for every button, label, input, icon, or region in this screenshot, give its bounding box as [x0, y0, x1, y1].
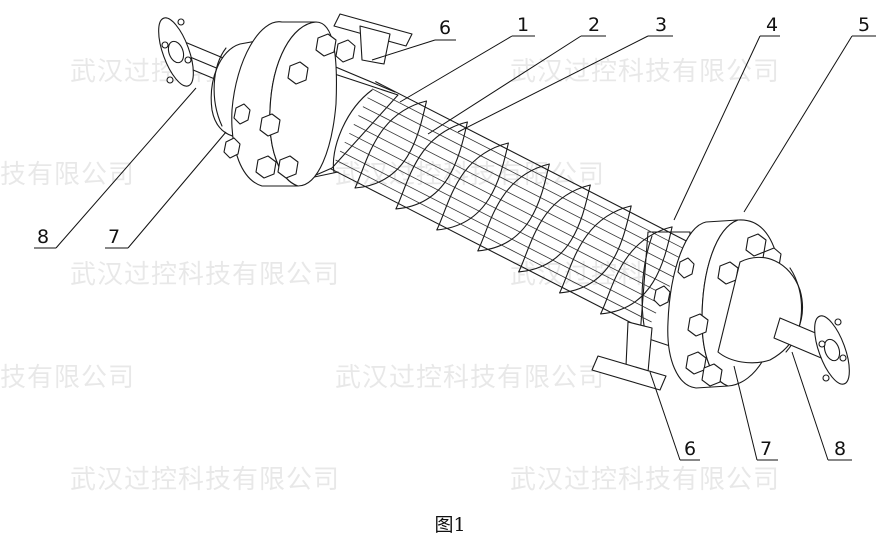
left-nozzle [158, 17, 229, 87]
callout-label-3: 3 [655, 14, 667, 36]
baffle-plate [600, 226, 673, 315]
heat-exchange-tube [349, 132, 666, 296]
spiral-baffle [354, 100, 673, 315]
baffle-plate [559, 205, 632, 294]
callout-label-4: 4 [766, 14, 778, 36]
callout-label-5: 5 [858, 14, 870, 36]
watermark-text: 武汉过控科技有限公司 [70, 465, 340, 495]
callout-label-8-left: 8 [37, 226, 49, 248]
callout-label-6-bottom: 6 [684, 438, 696, 460]
left-flange [231, 21, 337, 187]
callout-label-1: 1 [517, 14, 529, 36]
watermark-text: 武汉过控科技有限公司 [335, 363, 605, 393]
right-head-assembly [591, 219, 850, 391]
baffle-plate [395, 121, 468, 210]
bottom-nozzle [591, 321, 667, 391]
right-nozzle [773, 315, 850, 385]
baffle-plate [477, 163, 550, 252]
heat-exchange-tube [339, 150, 657, 314]
leader-lines [34, 35, 876, 461]
callout-label-7-right: 7 [760, 438, 772, 460]
top-nozzle [333, 13, 413, 65]
left-flange-bolts [223, 33, 356, 179]
watermark-text: 技有限公司 [0, 363, 135, 393]
heat-exchange-tube [358, 115, 675, 278]
baffle-plate [518, 184, 591, 273]
heat-exchange-tube [362, 106, 680, 269]
callout-label-6-top: 6 [439, 17, 451, 39]
watermark-text: 武汉过控科技有限公司 [70, 260, 340, 290]
baffle-plate [436, 142, 509, 231]
watermark-text: 武汉过控科技有限公司 [510, 57, 780, 87]
callout-label-2: 2 [588, 14, 600, 36]
callout-labels: 1 2 3 4 5 6 7 8 6 7 8 [37, 14, 870, 460]
left-head-assembly [158, 13, 413, 187]
heat-exchange-tube [335, 159, 652, 323]
tube-bundle-outline [330, 81, 693, 332]
callout-label-8-right: 8 [834, 438, 846, 460]
heat-exchange-tube [353, 124, 670, 287]
figure-caption: 图1 [434, 514, 465, 536]
callout-label-7-left: 7 [108, 226, 120, 248]
heat-exchange-tube [371, 88, 689, 252]
baffle-plate [354, 100, 428, 189]
watermark-text: 武汉过控科技有限公司 [510, 465, 780, 495]
watermark-text: 技有限公司 [0, 160, 135, 190]
tube-bundle [330, 81, 693, 332]
